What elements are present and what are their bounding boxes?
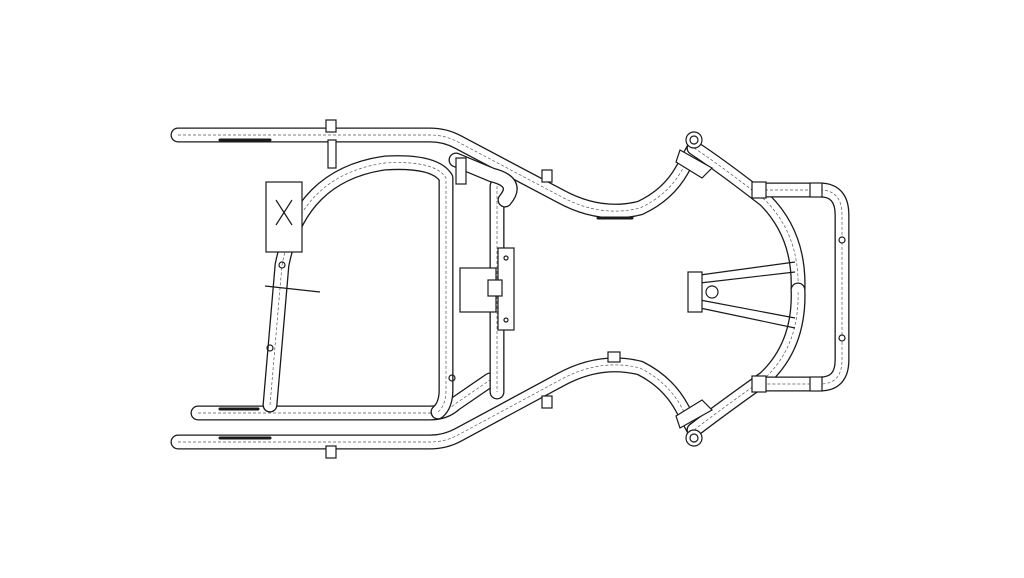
bumper-joint-top — [809, 182, 823, 198]
bumper-hole-2 — [838, 334, 846, 342]
bumper-clamp-top — [751, 181, 767, 199]
tabs — [266, 119, 621, 459]
center-plate — [459, 247, 515, 331]
steering-pivot — [705, 285, 719, 299]
pads — [218, 138, 634, 440]
brake-line — [264, 285, 321, 293]
kingpin-bottom — [685, 429, 703, 447]
bumper-joint-bottom — [809, 376, 823, 392]
steering-column-support — [687, 261, 796, 329]
rear-side-bracket — [265, 181, 303, 253]
bumper-hole-1 — [838, 236, 846, 244]
bumper-clamp-bottom — [751, 375, 767, 393]
front-bumper — [751, 181, 846, 393]
main-rails — [178, 135, 694, 442]
kingpin-top — [685, 131, 703, 149]
kingpin-mounts — [675, 131, 713, 447]
bracket-plate — [265, 181, 303, 253]
